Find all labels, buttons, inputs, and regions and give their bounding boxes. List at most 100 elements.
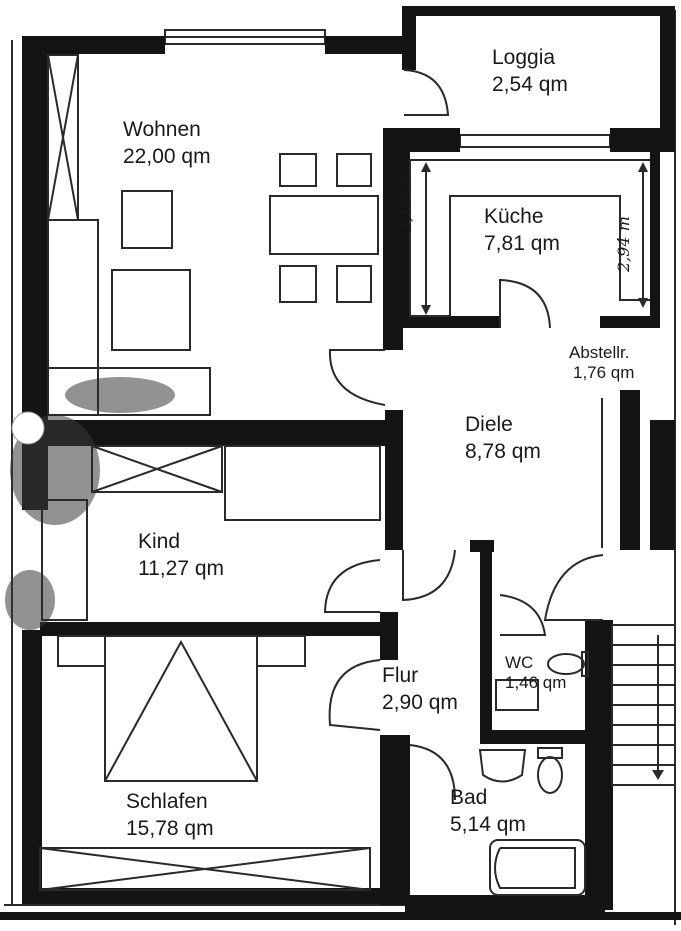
room-label-wc: WC 1,46 qm	[505, 653, 566, 693]
wall	[600, 316, 660, 328]
wall	[22, 36, 165, 54]
wohnen-coffee-table	[111, 269, 191, 351]
wohnen-armchair	[121, 190, 173, 249]
room-name: WC	[505, 653, 534, 672]
room-name: Flur	[382, 664, 419, 687]
room-name: Loggia	[492, 46, 556, 69]
wall	[660, 6, 675, 146]
room-area: 2,54 qm	[492, 73, 568, 96]
door-swing	[499, 278, 551, 329]
dining-chair	[279, 265, 317, 303]
wardrobe-cross	[39, 847, 371, 891]
room-label-flur: Flur 2,90 qm	[382, 662, 458, 716]
room-name: Abstellr.	[569, 343, 630, 362]
dimension-kitchen-left: 2,16 m	[396, 176, 415, 232]
kind-desk	[41, 499, 88, 621]
schlafen-bed	[104, 635, 258, 782]
kueche-counter	[409, 159, 650, 317]
room-area: 1,46 qm	[505, 673, 567, 692]
wall	[405, 6, 675, 16]
bad-toilet-tank	[537, 747, 563, 759]
door-swing	[323, 559, 381, 613]
room-name: Schlafen	[126, 790, 208, 813]
wc-toilet	[547, 653, 585, 675]
cabinet-cross	[47, 54, 79, 221]
wall	[405, 895, 605, 915]
dimension-arrow	[638, 162, 648, 172]
wall	[0, 912, 681, 920]
wall	[325, 36, 415, 54]
room-name: Kind	[138, 530, 181, 553]
dimension-arrow	[421, 305, 431, 315]
wall	[400, 316, 500, 328]
room-area: 11,27 qm	[138, 557, 224, 580]
wall	[620, 390, 640, 550]
nightstand	[57, 635, 106, 667]
dimension-arrow	[421, 162, 431, 172]
door-swing	[409, 744, 456, 801]
wall	[480, 730, 595, 744]
room-label-wohnen: Wohnen 22,00 qm	[123, 116, 211, 170]
room-label-abstellr: Abstellr. 1,76 qm	[569, 343, 634, 383]
wall	[380, 612, 398, 660]
wall	[400, 150, 410, 328]
room-area: 22,00 qm	[123, 145, 211, 168]
wall	[402, 6, 416, 70]
wall	[650, 420, 675, 550]
room-label-kueche: Küche 7,81 qm	[484, 203, 560, 257]
room-label-bad: Bad 5,14 qm	[450, 784, 526, 838]
wall	[22, 888, 407, 904]
wardrobe-cross	[91, 445, 223, 493]
wall	[385, 410, 403, 550]
wall	[22, 36, 48, 426]
room-label-kind: Kind 11,27 qm	[138, 528, 224, 582]
dining-chair	[279, 153, 317, 187]
room-area: 7,81 qm	[484, 232, 560, 255]
stair-arrow-head	[652, 770, 664, 780]
wall	[383, 128, 403, 350]
room-name: Bad	[450, 786, 488, 809]
scan-hole	[11, 411, 45, 445]
door-swing	[402, 549, 456, 602]
wc-basin	[495, 679, 539, 711]
dining-table	[269, 195, 379, 255]
dining-chair	[336, 153, 372, 187]
schlafen-wardrobe	[39, 847, 371, 891]
room-name: Küche	[484, 205, 544, 228]
room-area: 8,78 qm	[465, 440, 541, 463]
bathtub	[489, 839, 586, 896]
room-area: 2,90 qm	[382, 691, 458, 714]
wohnen-low-board	[47, 367, 211, 416]
door-swing	[328, 659, 381, 731]
scan-smudge	[65, 377, 175, 413]
dining-chair	[336, 265, 372, 303]
nightstand	[256, 635, 306, 667]
room-label-loggia: Loggia 2,54 qm	[492, 44, 568, 98]
room-area: 15,78 qm	[126, 817, 214, 840]
wall	[585, 620, 613, 910]
wall	[480, 540, 492, 740]
room-name: Diele	[465, 413, 513, 436]
door-swing	[543, 554, 604, 621]
wall	[610, 128, 675, 152]
wc-tank	[581, 651, 589, 677]
bad-toilet	[537, 756, 563, 794]
bed-triangle	[104, 639, 258, 782]
room-area: 1,76 qm	[573, 363, 635, 382]
door-swing	[499, 594, 547, 636]
dimension-arrow	[638, 298, 648, 308]
wall	[400, 128, 460, 152]
room-label-diele: Diele 8,78 qm	[465, 411, 541, 465]
room-area: 5,14 qm	[450, 813, 526, 836]
kind-bed	[224, 445, 381, 521]
room-name: Wohnen	[123, 118, 201, 141]
bad-sink	[478, 749, 527, 783]
door-swing	[403, 69, 450, 116]
kueche-window	[459, 134, 611, 148]
door-swing	[328, 349, 386, 406]
kind-wardrobe	[91, 445, 223, 493]
bathtub-inner	[494, 847, 576, 889]
dimension-kitchen-right: 2,94 m	[614, 216, 633, 272]
room-label-schlafen: Schlafen 15,78 qm	[126, 788, 214, 842]
